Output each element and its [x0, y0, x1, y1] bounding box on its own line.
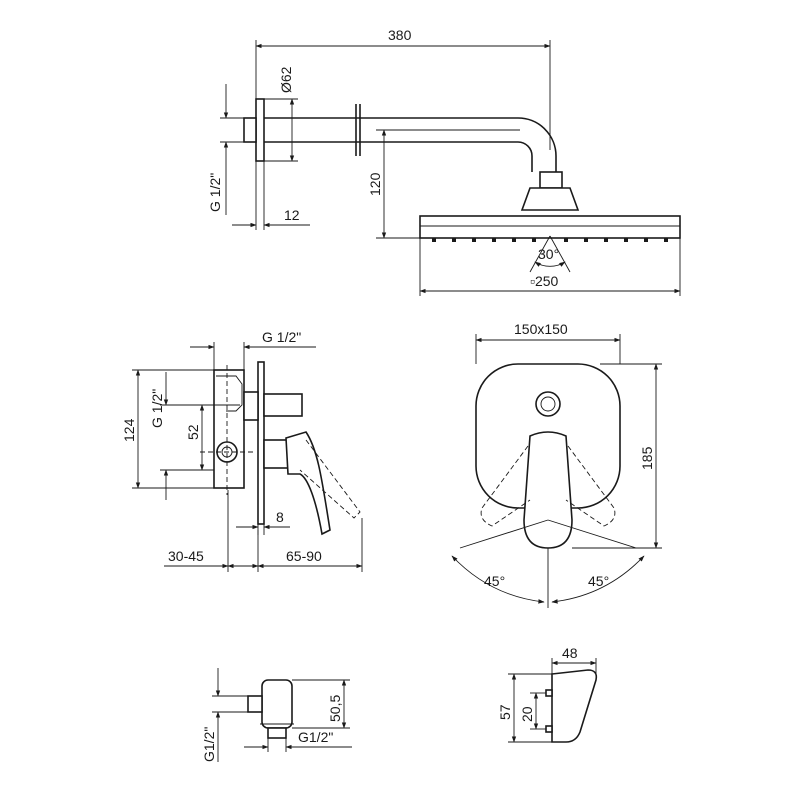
dim-12-label: 12: [284, 207, 300, 223]
lever-left-position: [480, 445, 531, 527]
outlet-body: [261, 679, 293, 729]
lever-front: [523, 431, 573, 549]
cover-plate-side: [257, 361, 265, 525]
spindle: [263, 439, 289, 469]
shower-arm-view: 30° 380 Ø62 G 1/2" 12 120 ▫250: [207, 27, 681, 296]
dim-50-5-label: 50,5: [327, 695, 343, 722]
dim-124-label: 124: [121, 418, 137, 442]
spray-line-left: [529, 235, 551, 273]
outlet-side-thread: [247, 695, 263, 713]
mixer-front-view: 45° 45° 150x150 185: [451, 321, 662, 608]
lever-side: [285, 431, 331, 536]
dim-30-45-label: 30-45: [168, 548, 204, 564]
angle-right-label: 45°: [588, 573, 609, 589]
dim-48-label: 48: [562, 645, 578, 661]
head-swivel: [520, 187, 580, 211]
spray-angle-arc: [534, 261, 566, 267]
shower-arm-pipe: [264, 117, 557, 172]
holder-body: [551, 669, 598, 743]
dim-380-label: 380: [388, 27, 412, 43]
angle-line-left: [459, 519, 549, 549]
holder-pin-bottom: [545, 725, 553, 733]
dim-120-label: 120: [367, 172, 383, 196]
angle-arc-left: [451, 555, 545, 604]
head-connector: [539, 171, 563, 189]
arm-thread-label: G 1/2": [207, 173, 223, 212]
mixer-internal: [216, 375, 243, 412]
nozzles: [432, 238, 668, 242]
mixer-side-view: G 1/2" 124 G 1/2" 52 8 30-45 65-90: [121, 329, 363, 572]
dim-185-label: 185: [639, 446, 655, 470]
outlet-thread-side-label: G1/2": [201, 727, 217, 762]
outlet-thread-bottom-label: G1/2": [298, 729, 333, 745]
dim-62-label: Ø62: [278, 66, 294, 93]
diverter-knob-front: [535, 391, 561, 417]
holder-view: 48 57 20: [497, 645, 598, 743]
angle-arc-right: [551, 555, 645, 604]
dim-57-label: 57: [497, 704, 513, 720]
diverter-knob-inner: [540, 396, 556, 412]
cartridge: [243, 391, 259, 421]
dim-250-label: ▫250: [530, 273, 559, 289]
mixer-thread-top-label: G 1/2": [262, 329, 301, 345]
wall-flange: [255, 98, 265, 162]
lever-alt-position: [299, 439, 361, 519]
dim-52-label: 52: [185, 424, 201, 440]
holder-pin-top: [545, 689, 553, 697]
spray-angle-label: 30°: [538, 246, 559, 262]
dim-150-label: 150x150: [514, 321, 568, 337]
wall-connector: [243, 117, 257, 143]
shower-head: [419, 215, 681, 239]
angle-line-right: [547, 519, 637, 549]
diverter-knob-side: [263, 393, 303, 417]
dim-20-label: 20: [519, 706, 535, 722]
outlet-bottom-thread: [267, 727, 287, 739]
mixer-thread-side-label: G 1/2": [149, 389, 165, 428]
dim-65-90-label: 65-90: [286, 548, 322, 564]
angle-left-label: 45°: [484, 573, 505, 589]
dim-8-label: 8: [276, 509, 284, 525]
lever-right-position: [565, 445, 616, 527]
wall-outlet-view: 50,5 G1/2" G1/2": [201, 668, 352, 762]
mixer-body: [213, 369, 245, 489]
spray-line-right: [549, 235, 571, 273]
